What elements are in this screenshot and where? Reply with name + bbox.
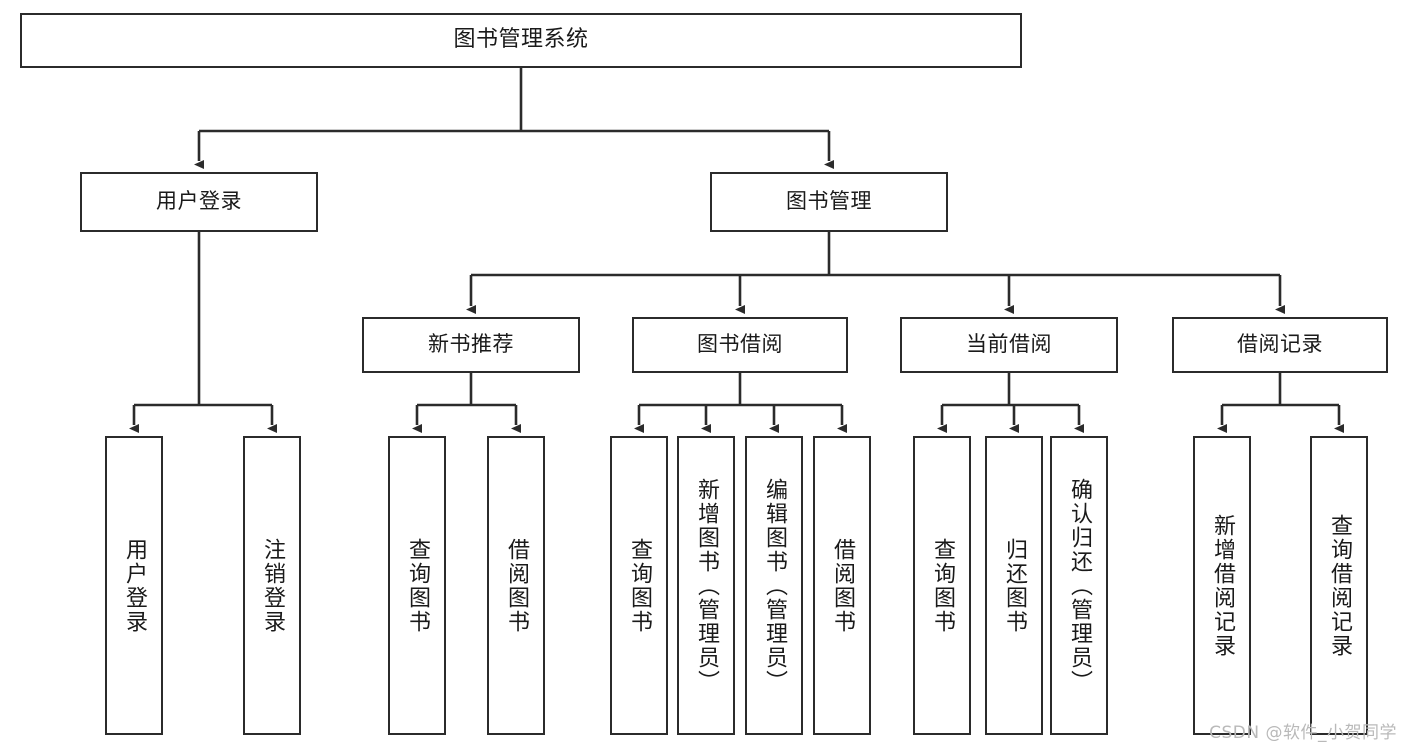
node-leaf-edit-book[interactable]: 编辑图书（管理员） <box>745 436 803 735</box>
node-root[interactable]: 图书管理系统 <box>20 13 1022 68</box>
node-book-manage-label: 图书管理 <box>786 189 872 214</box>
node-borrow-record[interactable]: 借阅记录 <box>1172 317 1388 373</box>
node-leaf-borrow-book-1[interactable]: 借阅图书 <box>487 436 545 735</box>
node-current-borrow[interactable]: 当前借阅 <box>900 317 1118 373</box>
node-book-borrow-label: 图书借阅 <box>697 332 783 357</box>
node-root-label: 图书管理系统 <box>453 27 589 53</box>
node-leaf-query-book-1-label: 查询图书 <box>404 537 430 634</box>
node-user-login-label: 用户登录 <box>156 189 242 214</box>
node-book-borrow[interactable]: 图书借阅 <box>632 317 848 373</box>
node-leaf-user-login[interactable]: 用户登录 <box>105 436 163 735</box>
node-book-manage[interactable]: 图书管理 <box>710 172 948 232</box>
node-new-book-recommend-label: 新书推荐 <box>428 332 514 357</box>
node-leaf-confirm-return-label: 确认归还（管理员） <box>1066 477 1092 694</box>
node-new-book-recommend[interactable]: 新书推荐 <box>362 317 580 373</box>
node-leaf-query-record[interactable]: 查询借阅记录 <box>1310 436 1368 735</box>
node-leaf-borrow-book-2[interactable]: 借阅图书 <box>813 436 871 735</box>
node-leaf-add-record[interactable]: 新增借阅记录 <box>1193 436 1251 735</box>
watermark: CSDN @软件_小贺同学 <box>1209 723 1397 743</box>
node-leaf-edit-book-label: 编辑图书（管理员） <box>761 477 787 694</box>
node-borrow-record-label: 借阅记录 <box>1237 332 1323 357</box>
node-leaf-return-book-label: 归还图书 <box>1001 537 1027 634</box>
node-leaf-logout-label: 注销登录 <box>259 537 285 634</box>
node-leaf-query-book-2-label: 查询图书 <box>626 537 652 634</box>
node-leaf-logout[interactable]: 注销登录 <box>243 436 301 735</box>
node-leaf-add-record-label: 新增借阅记录 <box>1209 513 1235 658</box>
node-leaf-query-book-1[interactable]: 查询图书 <box>388 436 446 735</box>
node-leaf-add-book-label: 新增图书（管理员） <box>693 477 719 694</box>
node-leaf-borrow-book-1-label: 借阅图书 <box>503 537 529 634</box>
node-leaf-borrow-book-2-label: 借阅图书 <box>829 537 855 634</box>
node-leaf-query-book-3[interactable]: 查询图书 <box>913 436 971 735</box>
node-current-borrow-label: 当前借阅 <box>966 332 1052 357</box>
node-leaf-user-login-label: 用户登录 <box>121 537 147 634</box>
node-leaf-query-record-label: 查询借阅记录 <box>1326 513 1352 658</box>
node-user-login[interactable]: 用户登录 <box>80 172 318 232</box>
node-leaf-return-book[interactable]: 归还图书 <box>985 436 1043 735</box>
node-leaf-query-book-2[interactable]: 查询图书 <box>610 436 668 735</box>
node-leaf-query-book-3-label: 查询图书 <box>929 537 955 634</box>
node-leaf-add-book[interactable]: 新增图书（管理员） <box>677 436 735 735</box>
node-leaf-confirm-return[interactable]: 确认归还（管理员） <box>1050 436 1108 735</box>
